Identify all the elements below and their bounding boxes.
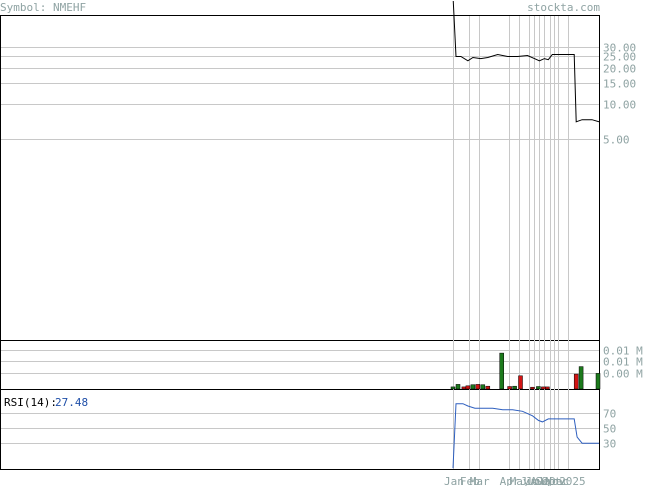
rsi-panel-frame <box>0 389 600 470</box>
x-label-aug: Aug <box>530 475 550 486</box>
rsi-tick-label: 70 <box>603 408 616 421</box>
volume-bar <box>578 366 584 390</box>
price-tick-label: 20.00 <box>603 63 636 76</box>
price-tick-label: 15.00 <box>603 78 636 91</box>
volume-tick-label: 0.01 M <box>603 356 643 369</box>
volume-bar <box>530 386 535 390</box>
volume-bar <box>475 384 481 390</box>
volume-bar <box>480 384 486 390</box>
x-label-jun: Jun <box>521 475 541 486</box>
x-label-mar: Mar <box>470 475 490 486</box>
volume-bar <box>465 385 471 390</box>
volume-bar <box>595 373 601 390</box>
x-label-2025: 2025 <box>559 475 586 486</box>
price-tick-label: 25.00 <box>603 51 636 64</box>
volume-tick-label: 0.01 M <box>603 345 643 358</box>
price-tick-label: 30.00 <box>603 42 636 55</box>
x-label-jul: Jul <box>525 475 545 486</box>
x-label-apr: Apr <box>500 475 520 486</box>
price-tick-label: 5.00 <box>603 134 630 147</box>
x-label-sep: Sep <box>535 475 555 486</box>
volume-bar <box>470 384 476 390</box>
volume-bar <box>507 386 512 390</box>
volume-bar <box>545 386 550 390</box>
volume-bar <box>485 385 491 390</box>
price-tick-label: 10.00 <box>603 99 636 112</box>
volume-bar <box>536 386 541 390</box>
x-label-feb: Feb <box>460 475 480 486</box>
rsi-tick-label: 50 <box>603 423 616 436</box>
rsi-value: 27.48 <box>55 396 88 409</box>
rsi-tick-label: 30 <box>603 438 616 451</box>
rsi-label: RSI(14): <box>4 396 57 409</box>
volume-bar <box>573 373 579 390</box>
x-label-oct: Oct <box>541 475 561 486</box>
volume-bar <box>499 352 504 390</box>
volume-tick-label: 0.00 M <box>603 368 643 381</box>
volume-bar <box>512 385 517 390</box>
x-label-jan: Jan <box>444 475 464 486</box>
site-label: stockta.com <box>527 1 600 14</box>
volume-bar <box>518 375 523 390</box>
x-label-may: May <box>510 475 530 486</box>
x-label-dec: Dec <box>549 475 569 486</box>
volume-bar <box>450 386 456 390</box>
symbol-label: Symbol: NMEHF <box>0 1 86 14</box>
volume-bar <box>455 384 461 390</box>
price-line <box>452 1 599 123</box>
volume-bar <box>541 386 546 390</box>
x-label-nov: Nov <box>545 475 565 486</box>
rsi-line <box>452 403 599 469</box>
volume-bar <box>461 386 467 390</box>
